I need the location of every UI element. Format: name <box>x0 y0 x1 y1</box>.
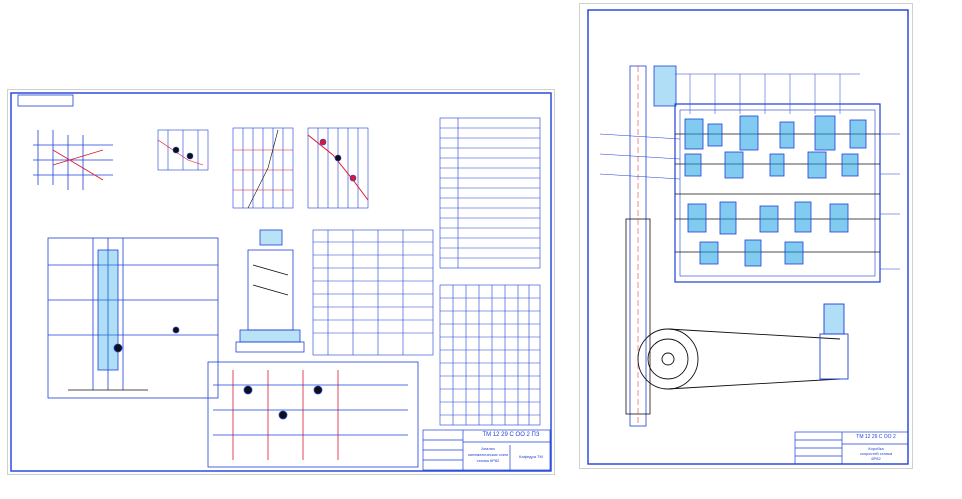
gearbox-shafts <box>675 133 880 253</box>
gear-blocks <box>684 115 867 267</box>
left-stamp-org: Кафедра ТМ <box>519 454 543 459</box>
drawing-sheet-left: ТМ 12 29 С ОО 2 ПЗ Анализ кинематических… <box>8 90 554 474</box>
gear-table <box>312 229 434 356</box>
left-stamp-title-2: кинематических схем <box>468 452 508 457</box>
speed-graph-2 <box>232 127 294 209</box>
leader-lines <box>599 73 900 270</box>
title-block-left <box>422 429 551 471</box>
drawing-sheet-right: ТМ 12 29 С ОО 2 Коробка скоростей станка… <box>580 4 912 468</box>
main-kinematic-scheme <box>47 237 219 399</box>
gearbox-housing <box>674 103 881 283</box>
left-stamp-title-1: Анализ <box>481 446 495 451</box>
motor-pulley <box>637 303 849 390</box>
speed-graph-1 <box>157 129 209 171</box>
right-stamp-title-3: 6Р82 <box>871 456 881 461</box>
right-stamp-title-1: Коробка <box>868 446 884 451</box>
lower-gear-scheme <box>207 361 419 468</box>
title-block-right <box>794 431 909 465</box>
speed-grid-table <box>439 284 541 426</box>
right-stamp-code: ТМ 12 29 С ОО 2 <box>856 434 896 440</box>
left-stamp-code: ТМ 12 29 С ОО 2 ПЗ <box>482 432 540 438</box>
left-sheet-graphics <box>10 92 552 472</box>
left-stamp-title-3: станка 6Р82 <box>476 458 500 463</box>
speed-graph-3 <box>307 127 369 209</box>
right-stamp-title-2: скоростей станка <box>859 451 893 456</box>
parts-table <box>439 117 541 269</box>
spindle-column <box>625 65 677 427</box>
machine-sketch <box>235 229 305 353</box>
kinematic-diagram-1 <box>33 130 113 190</box>
right-sheet-graphics <box>587 9 909 465</box>
